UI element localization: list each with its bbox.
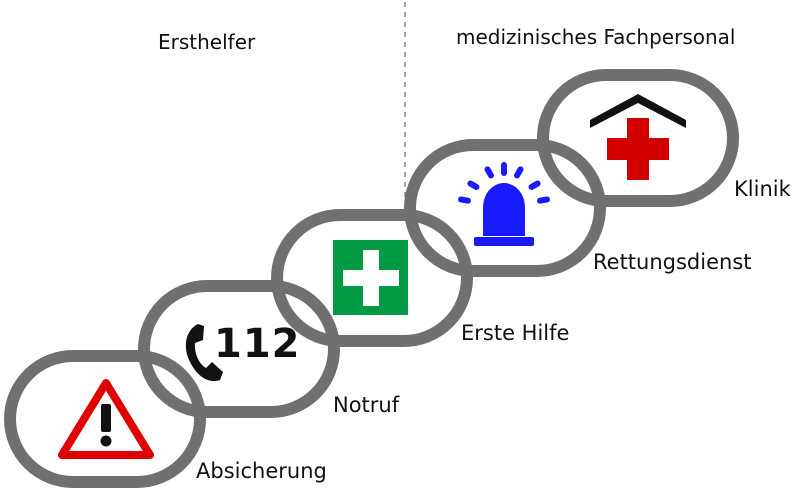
hospital-icon bbox=[590, 94, 686, 180]
emergency-number: 112 bbox=[214, 321, 301, 367]
chain-link-rettungsdienst bbox=[404, 139, 606, 277]
label-erste-hilfe: Erste Hilfe bbox=[461, 321, 570, 345]
chain-link-notruf bbox=[138, 280, 340, 418]
label-absicherung: Absicherung bbox=[196, 459, 327, 483]
heading-fachpersonal: medizinisches Fachpersonal bbox=[456, 25, 736, 49]
first-aid-cross-icon bbox=[333, 240, 408, 315]
label-klinik: Klinik bbox=[734, 177, 791, 201]
label-notruf: Notruf bbox=[333, 393, 400, 417]
siren-light-icon bbox=[458, 162, 550, 246]
chain-link-absicherung bbox=[4, 350, 206, 488]
warning-triangle-icon bbox=[58, 379, 154, 459]
chain-link-erste-hilfe bbox=[271, 209, 473, 347]
chain-link-klinik bbox=[537, 69, 739, 207]
heading-ersthelfer: Ersthelfer bbox=[158, 30, 256, 54]
label-rettungsdienst: Rettungsdienst bbox=[593, 250, 752, 274]
phone-icon bbox=[185, 324, 223, 382]
